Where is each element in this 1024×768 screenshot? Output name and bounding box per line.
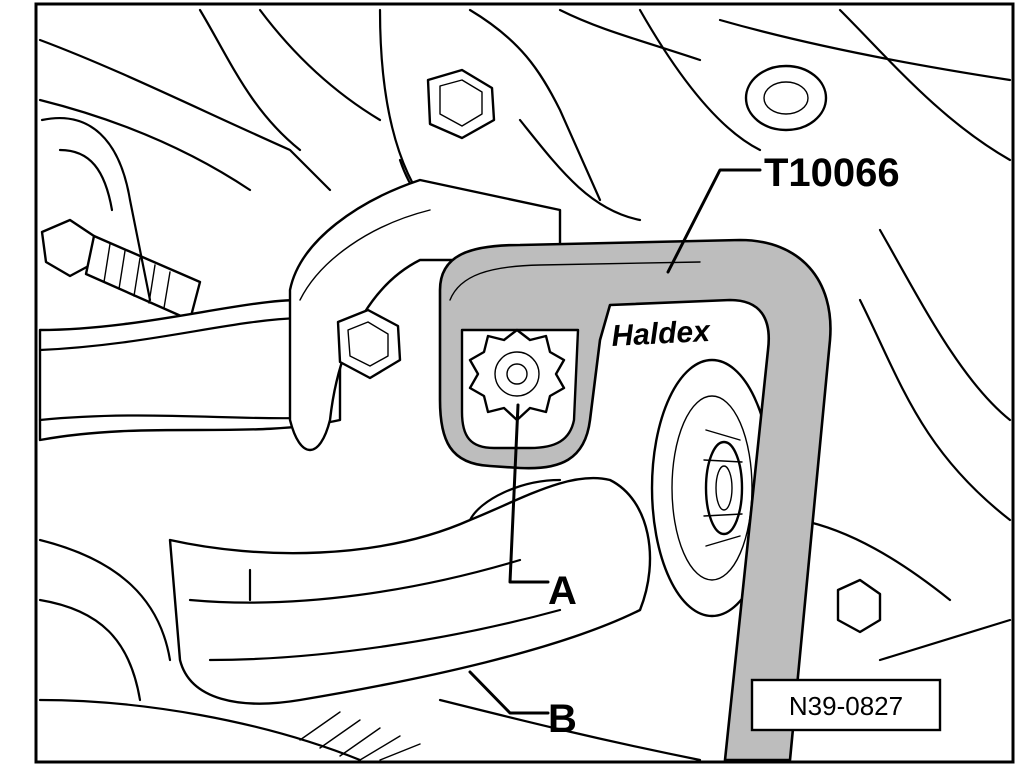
- label-part-b: B: [548, 697, 577, 741]
- leader-b: [468, 670, 550, 715]
- figure-reference-text: N39-0827: [789, 691, 903, 721]
- label-part-a: A: [548, 569, 577, 613]
- leader-t10066: [666, 168, 762, 274]
- figure-reference: N39-0827: [750, 678, 942, 732]
- leader-lines: [468, 168, 762, 715]
- leader-a: [508, 403, 550, 584]
- figure-reference-box: [750, 678, 942, 732]
- tool-t10066: Haldex: [438, 238, 832, 762]
- tool-brand-text: Haldex: [611, 315, 712, 353]
- label-tool: T10066: [764, 151, 900, 195]
